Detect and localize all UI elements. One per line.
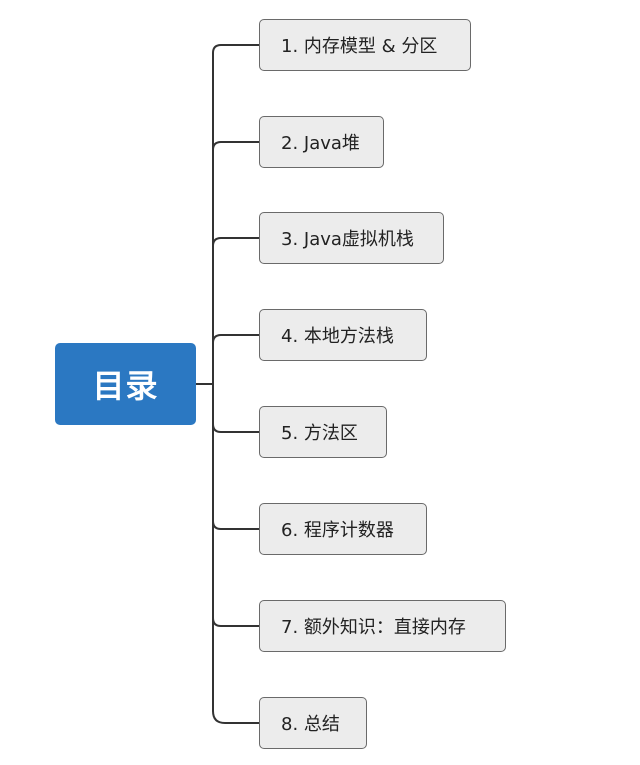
topic-label: 4. 本地方法栈 <box>281 326 394 347</box>
topic-node-6[interactable]: 6. 程序计数器 <box>259 503 427 555</box>
root-node[interactable]: 目录 <box>55 343 196 425</box>
topic-node-7[interactable]: 7. 额外知识：直接内存 <box>259 600 506 652</box>
connector-topic-8 <box>212 710 260 724</box>
topic-node-4[interactable]: 4. 本地方法栈 <box>259 309 427 361</box>
topic-label: 6. 程序计数器 <box>281 520 394 541</box>
connector-topic-7 <box>212 617 260 627</box>
topic-node-2[interactable]: 2. Java堆 <box>259 116 384 168</box>
connector-topic-3 <box>212 237 260 247</box>
topic-node-5[interactable]: 5. 方法区 <box>259 406 387 458</box>
topic-label: 8. 总结 <box>281 714 340 735</box>
topic-node-3[interactable]: 3. Java虚拟机栈 <box>259 212 444 264</box>
topic-label: 7. 额外知识：直接内存 <box>281 617 466 638</box>
connector-topic-1 <box>212 44 260 54</box>
connector-topic-6 <box>212 520 260 530</box>
topic-label: 2. Java堆 <box>281 133 360 154</box>
connector-topic-5 <box>212 423 260 433</box>
topic-label: 3. Java虚拟机栈 <box>281 229 414 250</box>
topic-node-8[interactable]: 8. 总结 <box>259 697 367 749</box>
topic-label: 5. 方法区 <box>281 423 358 444</box>
topic-label: 1. 内存模型 & 分区 <box>281 36 438 57</box>
connector-topic-2 <box>212 141 260 151</box>
root-node-label: 目录 <box>92 367 159 405</box>
topic-node-1[interactable]: 1. 内存模型 & 分区 <box>259 19 471 71</box>
connector-topic-4 <box>212 334 260 344</box>
